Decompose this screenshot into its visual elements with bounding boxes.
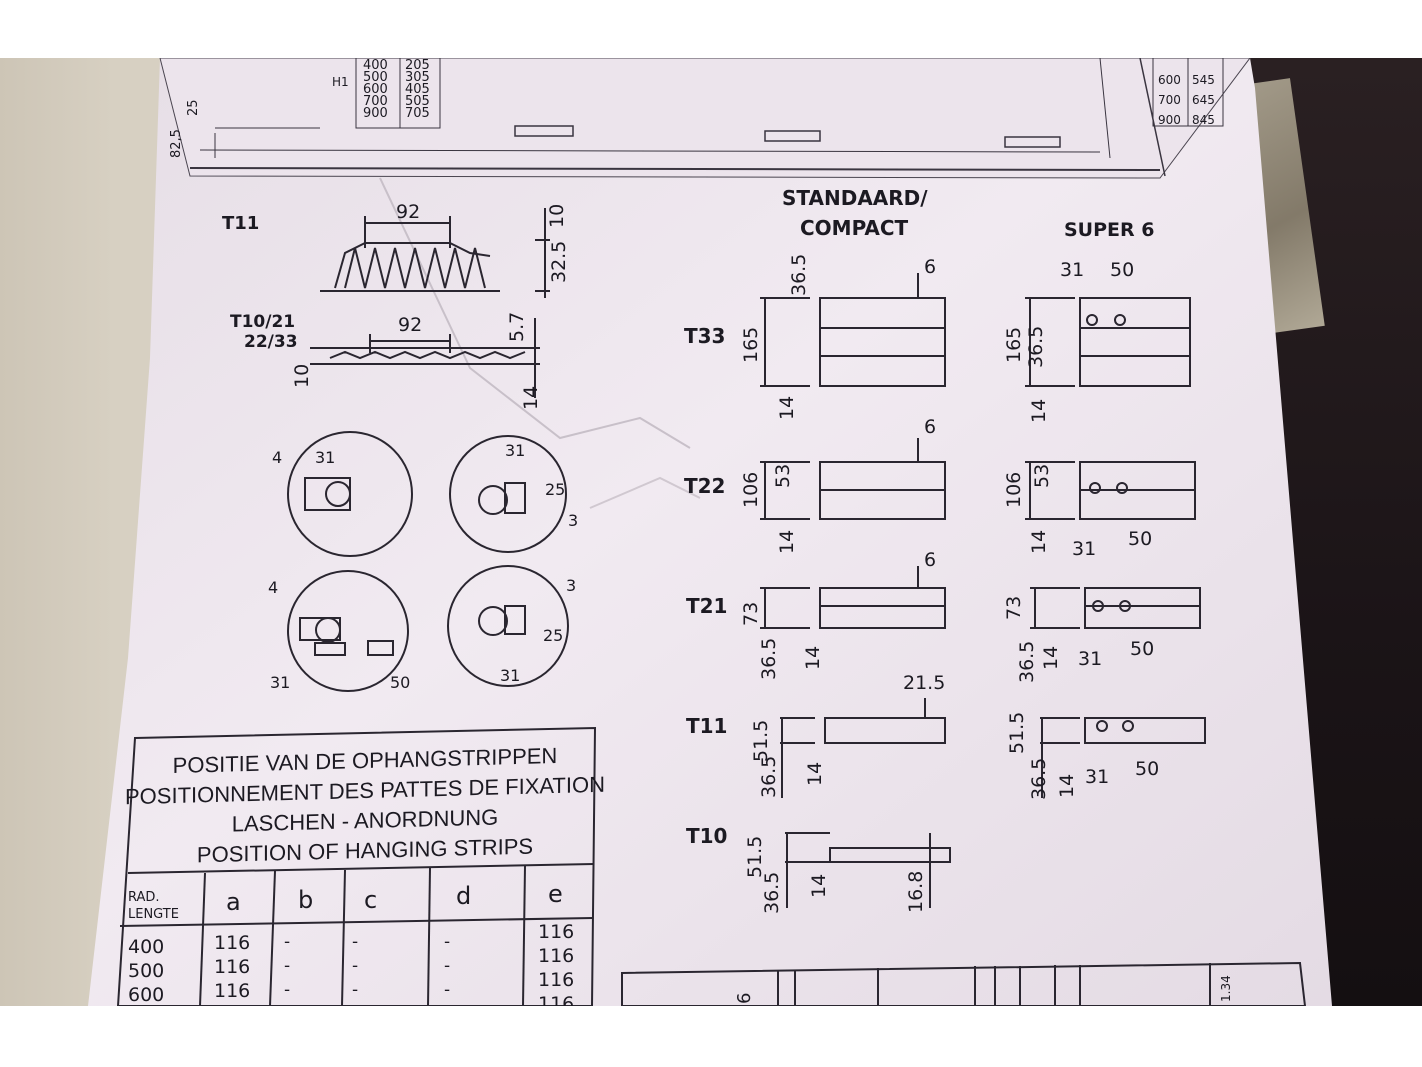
t22-sup-dim-14: 14 xyxy=(1028,529,1050,554)
t22-std-dim-106: 106 xyxy=(740,471,762,508)
t33-sup-dim-31: 31 xyxy=(1060,259,1085,281)
c1-dim-4: 4 xyxy=(272,448,283,467)
c4-dim-31: 31 xyxy=(500,666,521,685)
t10-left-dim-14: 14 xyxy=(520,385,542,410)
t10-left-dim-5-7: 5.7 xyxy=(506,311,528,342)
c3-dim-50: 50 xyxy=(390,673,411,692)
type-t11-label: T11 xyxy=(686,714,728,738)
bottom-mark-6: 6 xyxy=(734,992,755,1004)
bottom-mark-1-34: 1.34 xyxy=(1219,975,1233,1002)
t33-sup-dim-165: 165 xyxy=(1003,326,1025,363)
c4-dim-3: 3 xyxy=(566,576,577,595)
t21-std-dim-6: 6 xyxy=(924,549,937,571)
type-t22-label: T22 xyxy=(684,474,726,498)
table-row: 400 xyxy=(128,936,165,958)
type-t10-label: T10 xyxy=(686,824,728,848)
t11-std-dim-21-5: 21.5 xyxy=(903,672,946,694)
t11-left-label: T11 xyxy=(222,213,260,234)
t33-std-dim-14: 14 xyxy=(776,395,798,420)
t22-sup-dim-106: 106 xyxy=(1003,471,1025,508)
header-col-b: b xyxy=(298,886,314,914)
header-table-right: 600 700 900 xyxy=(1158,73,1181,127)
t11-std-dim-14: 14 xyxy=(804,761,826,786)
t22-sup-dim-31: 31 xyxy=(1072,538,1097,560)
c2-dim-25: 25 xyxy=(545,480,566,499)
t10-left-label: T10/21 xyxy=(230,312,296,332)
header-lengte: LENGTE xyxy=(128,907,179,922)
column-super6: SUPER 6 xyxy=(1064,219,1155,241)
t10-std-dim-36-5: 36.5 xyxy=(761,871,783,914)
t22-std-dim-53: 53 xyxy=(772,463,794,488)
dim-25: 25 xyxy=(186,99,201,116)
c2-dim-3: 3 xyxy=(568,511,579,530)
table-col-c: - - - xyxy=(352,932,359,1000)
t11-left-width: 92 xyxy=(396,201,421,223)
t33-std-dim-6: 6 xyxy=(924,256,937,278)
t10-left-width: 92 xyxy=(398,314,423,336)
t11-left-dim-32-5: 32.5 xyxy=(548,240,570,283)
h1-label: H1 xyxy=(332,75,349,89)
table-row: 500 xyxy=(128,960,165,982)
t21-sup-dim-36-5: 36.5 xyxy=(1016,640,1038,683)
t33-sup-dim-50: 50 xyxy=(1110,259,1135,281)
dim-82-5: 82,5 xyxy=(169,129,184,158)
paper-sheet xyxy=(88,58,1332,1006)
t33-std-dim-36-5: 36.5 xyxy=(788,253,810,296)
c3-dim-31: 31 xyxy=(270,673,291,692)
header-col-e: e xyxy=(548,880,563,908)
t21-std-dim-36-5: 36.5 xyxy=(758,637,780,680)
t33-sup-dim-14: 14 xyxy=(1028,398,1050,423)
t33-std-dim-165: 165 xyxy=(740,326,762,363)
t10-left-dim-10: 10 xyxy=(291,363,313,388)
t11-std-dim-36-5: 36.5 xyxy=(758,755,780,798)
header-table-left-values: 205 305 405 505 705 xyxy=(405,58,430,121)
t10-left-label-2: 22/33 xyxy=(244,332,298,352)
t11-sup-dim-50: 50 xyxy=(1135,758,1160,780)
t11-sup-dim-14: 14 xyxy=(1056,773,1078,798)
table-col-e: 116 116 116 116 xyxy=(538,921,575,1006)
table-row: 600 xyxy=(128,984,165,1006)
type-t33-label: T33 xyxy=(684,324,726,348)
photo: 400 500 600 700 900 205 305 405 505 705 … xyxy=(0,58,1422,1006)
t11-sup-dim-31: 31 xyxy=(1085,766,1110,788)
t10-std-dim-14: 14 xyxy=(808,873,830,898)
c1-dim-31: 31 xyxy=(315,448,336,467)
header-col-a: a xyxy=(226,888,241,916)
column-standaard: STANDAARD/ xyxy=(782,186,928,210)
c4-dim-25: 25 xyxy=(543,626,564,645)
t22-sup-dim-53: 53 xyxy=(1031,463,1053,488)
t21-std-dim-14: 14 xyxy=(802,645,824,670)
t21-sup-dim-14: 14 xyxy=(1040,645,1062,670)
t22-std-dim-6: 6 xyxy=(924,416,937,438)
t21-std-dim-73: 73 xyxy=(740,601,762,626)
table-col-b: - - - xyxy=(284,932,291,1000)
header-col-c: c xyxy=(364,886,378,914)
table-col-d: - - - xyxy=(444,932,451,1000)
t22-sup-dim-50: 50 xyxy=(1128,528,1153,550)
c2-dim-31: 31 xyxy=(505,441,526,460)
table-col-lengths: 400 500 600 xyxy=(128,935,164,1006)
t22-std-dim-14: 14 xyxy=(776,529,798,554)
header-table-left: 400 500 600 700 900 xyxy=(363,58,388,121)
table-col-a: 116 116 116 xyxy=(214,932,251,1002)
t11-sup-dim-36-5: 36.5 xyxy=(1028,757,1050,800)
t10-std-dim-16-8: 16.8 xyxy=(905,870,927,913)
t11-left-dim-10: 10 xyxy=(546,203,568,228)
header-rad: RAD. xyxy=(128,890,160,905)
t21-sup-dim-73: 73 xyxy=(1003,595,1025,620)
header-col-d: d xyxy=(456,882,472,910)
t11-sup-dim-51-5: 51.5 xyxy=(1006,711,1028,754)
column-compact: COMPACT xyxy=(800,216,909,240)
t21-sup-dim-31: 31 xyxy=(1078,648,1103,670)
c3-dim-4: 4 xyxy=(268,578,279,597)
t21-sup-dim-50: 50 xyxy=(1130,638,1155,660)
type-t21-label: T21 xyxy=(686,594,728,618)
t33-sup-dim-36-5: 36.5 xyxy=(1025,325,1047,368)
header-table-right-values: 545 645 845 xyxy=(1192,73,1215,127)
